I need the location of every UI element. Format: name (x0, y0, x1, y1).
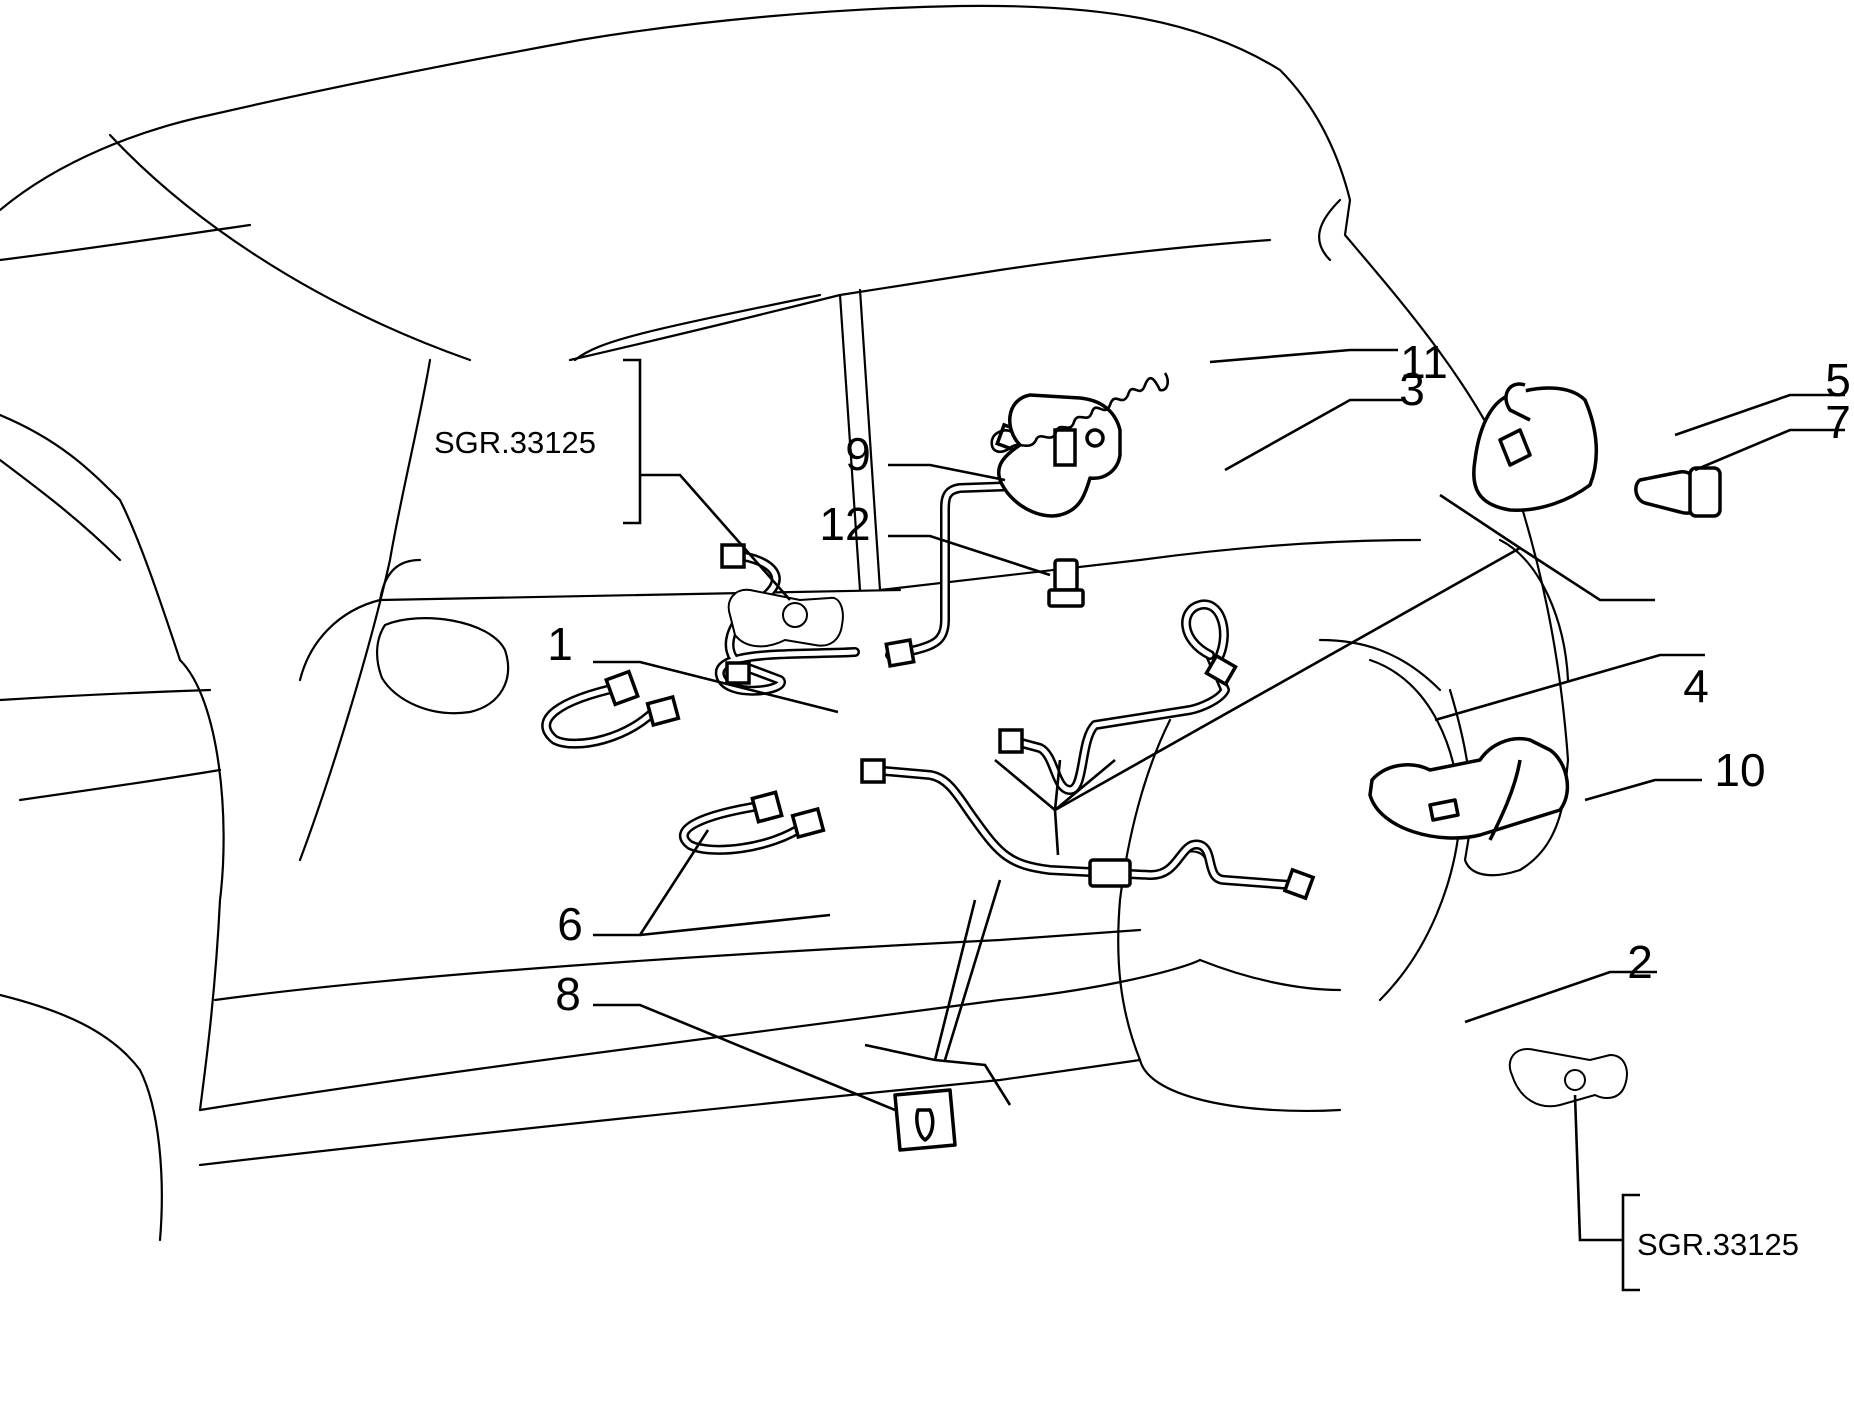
brake-pipes (541, 435, 1295, 890)
front-wheel-cylinder-reference (727, 588, 844, 648)
callout-10: 10 (1714, 744, 1765, 796)
reference-label-rear: SGR.33125 (1637, 1227, 1799, 1262)
bracket-part-5 (1472, 382, 1599, 512)
leader-lines (593, 348, 1845, 1292)
callout-labels: 1 2 3 4 5 6 7 8 9 10 11 12 (547, 336, 1851, 1020)
pressure-regulator-part-9 (997, 393, 1122, 518)
callout-11: 11 (1400, 336, 1448, 388)
callout-2: 2 (1627, 936, 1653, 988)
callout-9: 9 (845, 428, 871, 480)
callout-3: 3 (1399, 363, 1425, 415)
callout-4: 4 (1683, 660, 1709, 712)
callout-7: 7 (1825, 396, 1851, 448)
callout-5: 5 (1825, 354, 1851, 406)
pipe-fittings (604, 422, 1316, 901)
rear-wheel-cylinder-reference (1508, 1048, 1628, 1108)
callout-1: 1 (547, 618, 573, 670)
bolt-part-7 (1634, 466, 1722, 518)
support-part-10 (1368, 737, 1570, 841)
clip-part-8 (893, 1088, 957, 1152)
callout-8: 8 (555, 968, 581, 1020)
screw-part-12 (1047, 558, 1085, 608)
reference-labels: SGR.33125 SGR.33125 (434, 425, 1799, 1262)
car-body-outline (0, 4, 1570, 1242)
spring-part-11 (990, 372, 1170, 454)
callout-6: 6 (557, 898, 583, 950)
reference-label-front: SGR.33125 (434, 425, 596, 460)
callout-12: 12 (819, 498, 870, 550)
